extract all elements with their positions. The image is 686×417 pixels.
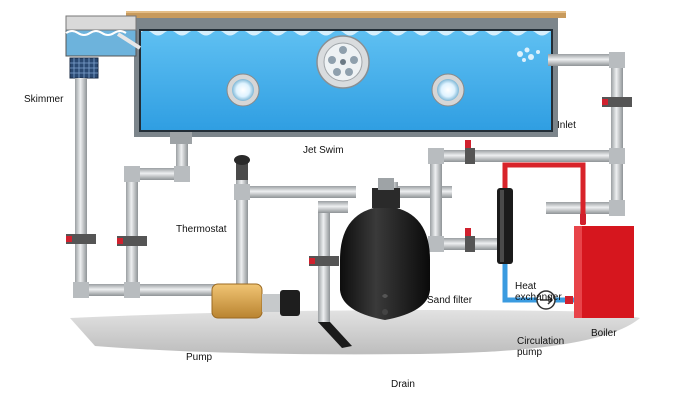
pool-light-icon bbox=[226, 73, 260, 107]
valve-icon bbox=[66, 234, 96, 244]
label-skimmer: Skimmer bbox=[24, 94, 64, 105]
valve-icon bbox=[465, 228, 475, 252]
valve-icon bbox=[309, 256, 339, 266]
label-circulation-pump: Circulation pump bbox=[517, 336, 565, 358]
circulation-pump-icon bbox=[536, 290, 556, 310]
valve-icon bbox=[117, 236, 147, 246]
pipe bbox=[75, 78, 87, 288]
pool-light-icon bbox=[431, 73, 465, 107]
label-boiler: Boiler bbox=[591, 328, 617, 339]
valve-icon bbox=[602, 97, 632, 107]
sand-filter-icon bbox=[340, 178, 430, 320]
drain-pipe bbox=[318, 322, 352, 348]
hot-water-pipe bbox=[502, 162, 586, 225]
heat-exchanger-icon bbox=[497, 188, 513, 264]
valve-icon bbox=[580, 214, 586, 224]
pump-icon bbox=[211, 283, 300, 319]
thermostat-icon bbox=[234, 155, 250, 180]
label-pump: Pump bbox=[186, 352, 213, 363]
label-inlet: Inlet bbox=[557, 120, 576, 131]
label-drain: Drain bbox=[391, 379, 415, 390]
ground bbox=[70, 310, 640, 355]
valve-icon bbox=[465, 140, 475, 164]
label-thermostat: Thermostat bbox=[176, 224, 227, 235]
label-sand-filter: Sand filter bbox=[427, 295, 473, 306]
boiler-icon bbox=[574, 226, 634, 318]
skimmer-basket-icon bbox=[69, 57, 99, 79]
pool-deck bbox=[126, 11, 566, 18]
inlet-bubbles bbox=[517, 47, 540, 62]
jet-swim-nozzle-icon bbox=[316, 35, 370, 89]
label-heat-exchanger: Heat exchanger bbox=[515, 281, 562, 303]
valve-icon bbox=[565, 296, 573, 304]
water-surface bbox=[140, 30, 552, 36]
label-jet-swim: Jet Swim bbox=[303, 145, 344, 156]
